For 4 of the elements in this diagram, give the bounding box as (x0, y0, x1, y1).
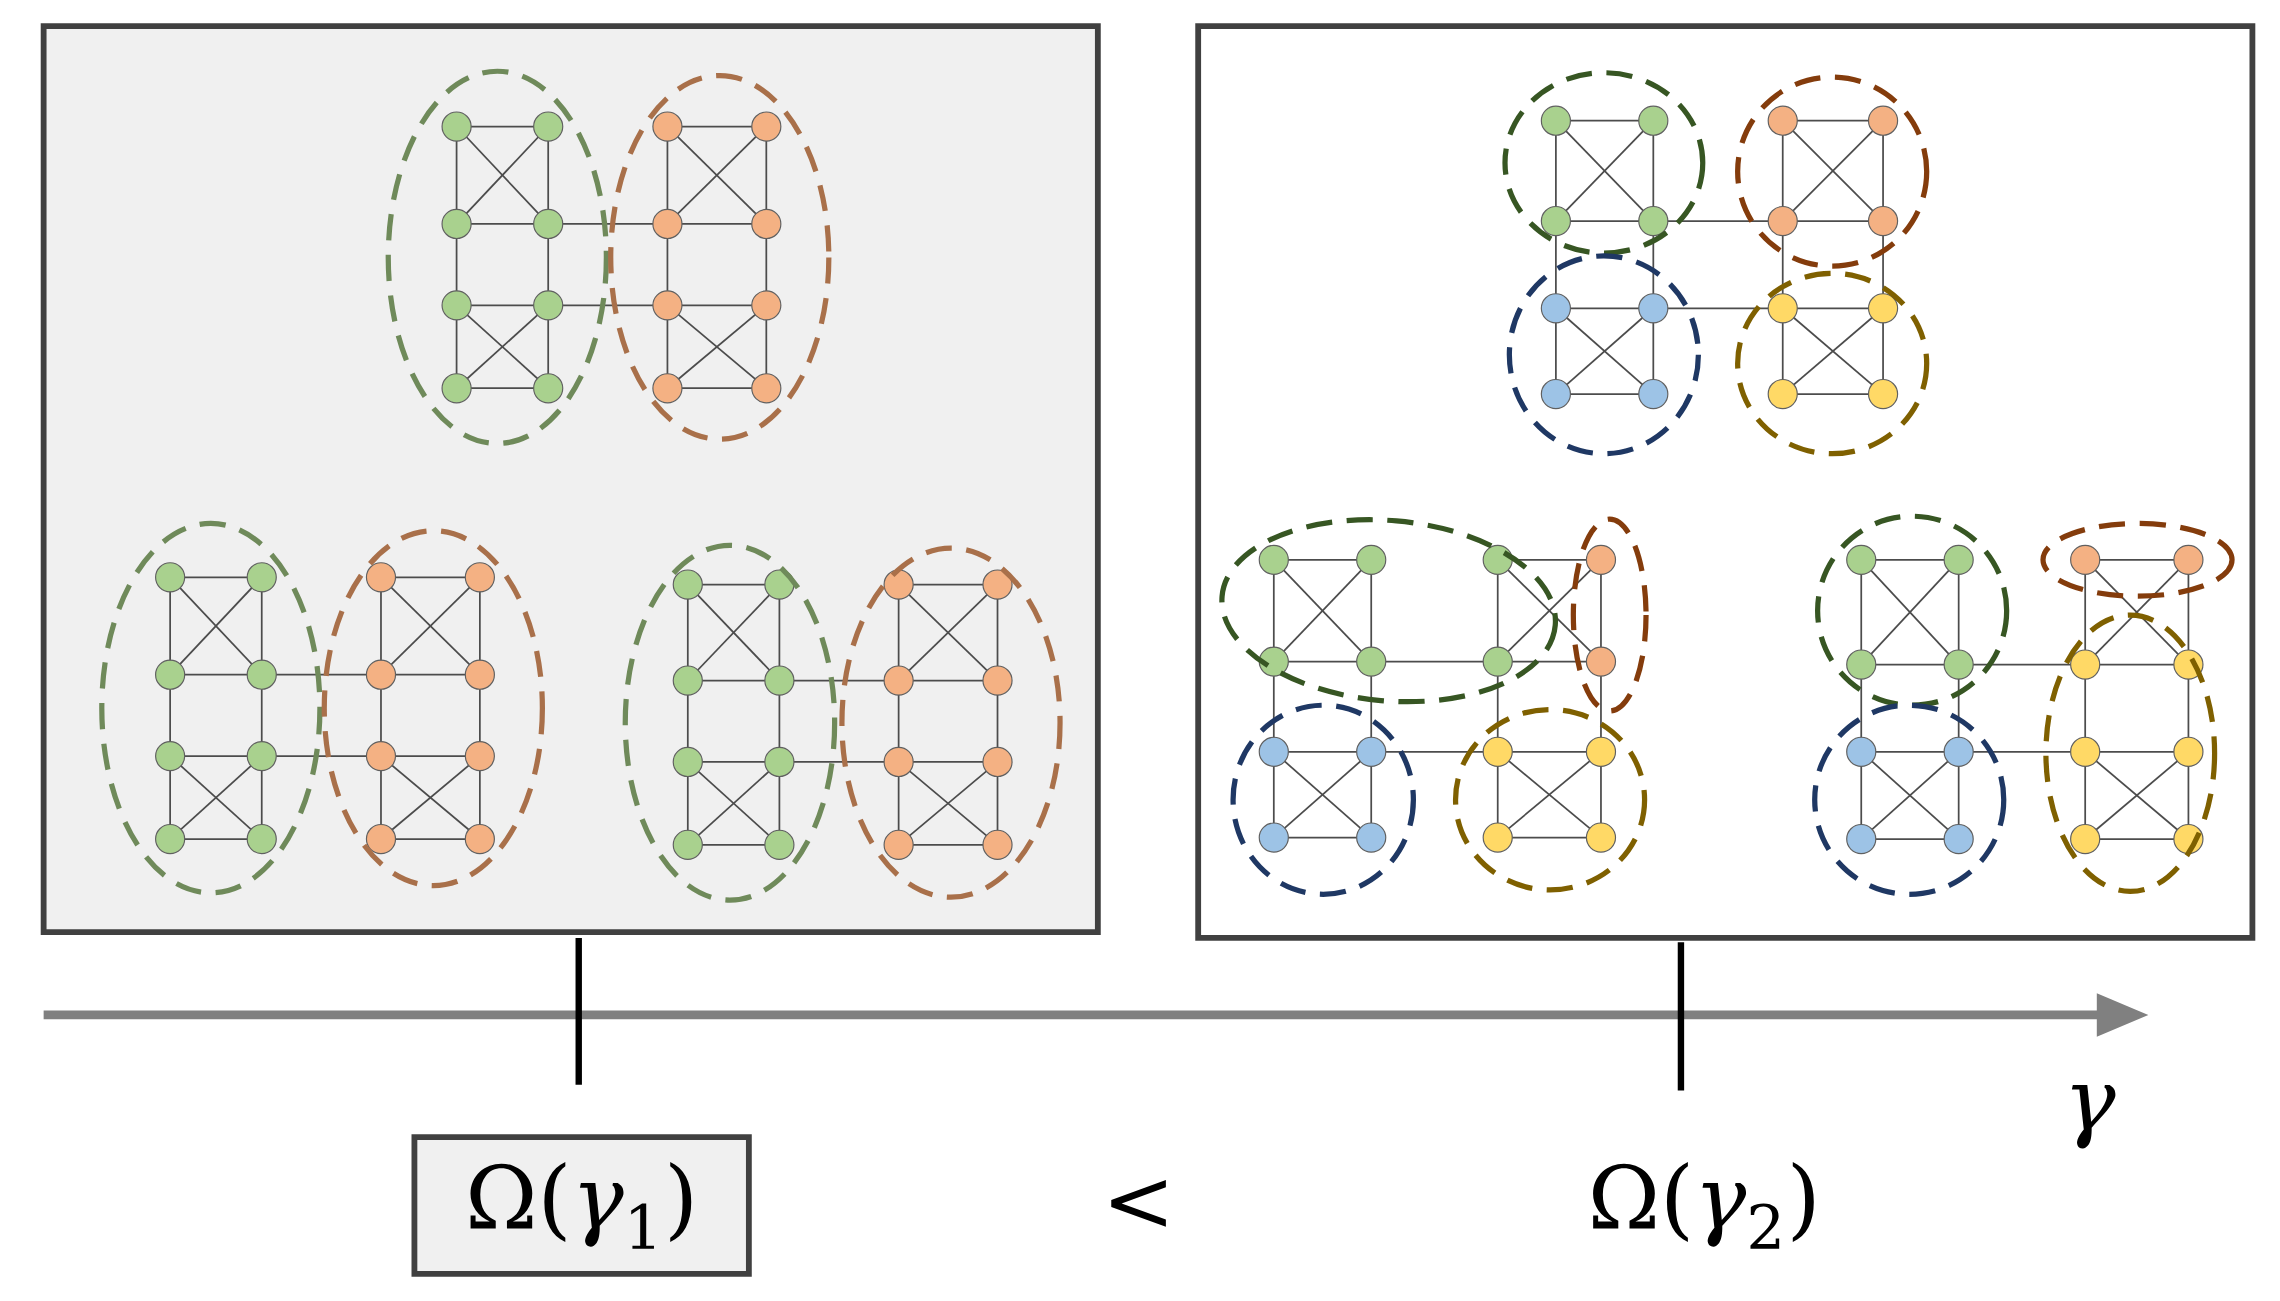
formula-label: Ω(γ$_{2}$) (1593, 1161, 1814, 1249)
formula-box: Ω(γ$_{1}$) (411, 1134, 752, 1277)
axis-label: γ (2071, 1084, 2116, 1149)
comparison-sign: < (1111, 1179, 1166, 1227)
